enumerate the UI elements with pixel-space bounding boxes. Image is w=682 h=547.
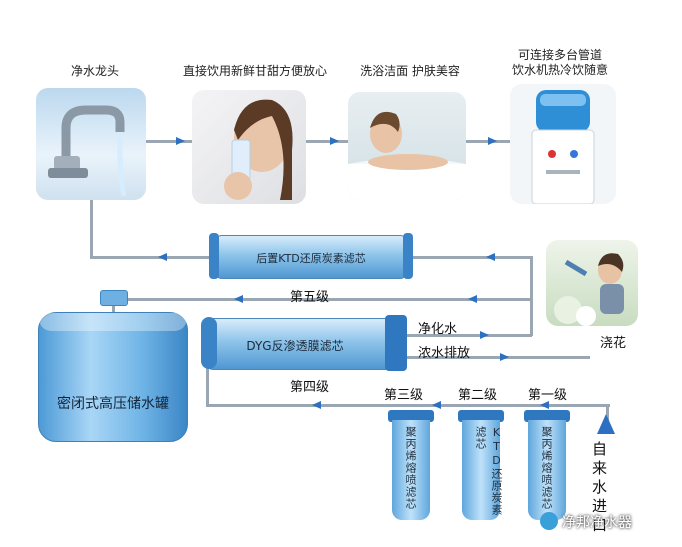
watermark-text: 净邦净水器 [562, 515, 632, 531]
watering-icon [554, 253, 624, 326]
label-drink: 直接饮用新鲜甘甜方便放心 [182, 64, 327, 78]
faucet-image [36, 88, 146, 200]
storage-tank: 密闭式高压储水罐 [38, 312, 188, 442]
stage-second: 第二级 [458, 388, 498, 403]
stage-first: 第一级 [528, 388, 568, 403]
stage-fourth: 第四级 [290, 380, 330, 395]
bath-image [348, 92, 466, 200]
pipe-bottom [206, 404, 610, 407]
label-watering: 浇花 [600, 336, 627, 351]
label-inlet: 自来水进口 [592, 440, 608, 534]
inlet-arrow-up [597, 414, 615, 434]
label-dispenser-2: 饮水机热冷饮随意 [511, 63, 608, 77]
stage2-filter: KTD还原炭素滤芯 [458, 410, 504, 524]
flow-arrow [330, 137, 339, 145]
stage1-filter: 聚丙烯熔喷滤芯 [524, 410, 570, 524]
flow-arrow [312, 401, 321, 409]
pipe-ro-down [206, 368, 209, 406]
flow-arrow [176, 137, 185, 145]
filter-cap-right [403, 233, 413, 279]
label-purified: 净化水 [418, 322, 458, 337]
filter-cap-left [209, 233, 219, 279]
label-faucet: 净水龙头 [70, 64, 119, 78]
pipe-waste-out [400, 356, 590, 359]
flow-arrow [432, 401, 441, 409]
label-waste: 浓水排放 [418, 346, 471, 361]
flow-arrow [486, 253, 495, 261]
pipe-tank-riser [112, 298, 115, 316]
watering-image [546, 240, 638, 326]
post-carbon-filter: 后置KTD还原炭素滤芯 [209, 233, 413, 279]
flow-arrow [158, 253, 167, 261]
filter-housing [392, 420, 430, 520]
woman-face-icon [224, 99, 293, 200]
flow-arrow [234, 295, 243, 303]
label-dispenser-1: 可连接多台管道 [517, 48, 602, 62]
flow-arrow [488, 137, 497, 145]
faucet-icon [48, 105, 127, 197]
woman-drinking-image [192, 90, 306, 204]
tank-label: 密闭式高压储水罐 [57, 396, 169, 412]
filter-housing [528, 420, 566, 520]
filter-cap [388, 410, 434, 422]
stage1-label: 聚丙烯熔喷滤芯 [540, 426, 553, 510]
ro-membrane-filter: DYG反渗透膜滤芯 [201, 315, 407, 371]
flow-arrow [540, 401, 549, 409]
pipe-right-vertical [530, 256, 533, 336]
pipe-fifth-level [112, 298, 530, 301]
water-dispenser-image [510, 84, 616, 204]
bath-woman-icon [348, 111, 466, 200]
pipe-to-faucet [90, 256, 220, 259]
stage3-filter: 聚丙烯熔喷滤芯 [388, 410, 434, 524]
post-carbon-label: 后置KTD还原炭素滤芯 [256, 252, 366, 265]
filter-cap [458, 410, 504, 422]
ro-label: DYG反渗透膜滤芯 [246, 339, 344, 353]
pipe-post-carbon-right [400, 256, 532, 259]
flow-arrow [500, 353, 509, 361]
filter-cap-right [385, 315, 407, 371]
pipe-top-2 [306, 140, 348, 143]
flow-arrow [468, 295, 477, 303]
filter-cap-left [201, 317, 217, 369]
flow-arrow [480, 331, 489, 339]
pipe-top-1 [146, 140, 192, 143]
filter-cap [524, 410, 570, 422]
pipe-faucet-down [90, 200, 93, 258]
tank-highlight [39, 313, 187, 331]
wechat-icon [540, 512, 558, 530]
label-wash: 洗浴洁面 护肤美容 [360, 64, 460, 78]
tank-valve [100, 290, 128, 306]
stage-third: 第三级 [384, 388, 424, 403]
filter-housing [462, 420, 500, 520]
stage2-label: KTD还原炭素滤芯 [474, 426, 503, 516]
stage3-label: 聚丙烯熔喷滤芯 [404, 426, 417, 510]
dispenser-icon [531, 90, 595, 204]
stage-fifth: 第五级 [290, 290, 330, 305]
pipe-purified-out [400, 334, 532, 337]
